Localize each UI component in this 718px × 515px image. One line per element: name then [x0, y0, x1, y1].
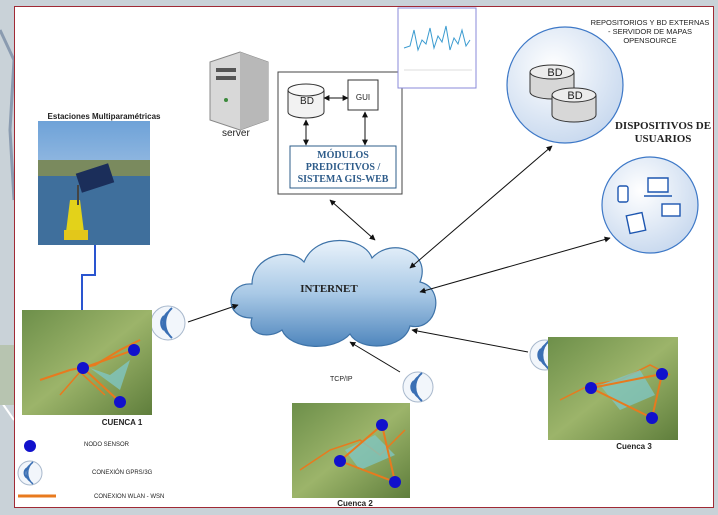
internet-label: INTERNET: [300, 283, 358, 295]
link-basin2-internet: [349, 341, 401, 373]
external-db-label: BD: [567, 90, 583, 102]
legend-wlan-label: CONEXION WLAN - WSN: [94, 494, 165, 500]
link-devices-internet: [419, 236, 611, 294]
sensor-node: [585, 382, 597, 394]
tcpip-label: TCP/IP: [330, 376, 353, 383]
sensor-node: [389, 476, 401, 488]
wireless-signal-icon: [17, 460, 43, 486]
external-db-label: BD: [547, 67, 563, 79]
modules-box: [289, 145, 397, 189]
user-devices-icon: [617, 177, 681, 235]
wireless-signal-icon: [150, 305, 186, 341]
basin-3-map: [548, 337, 678, 440]
sensor-node: [114, 396, 126, 408]
sensor-node: [334, 455, 346, 467]
legend-gprs-label: CONEXIÓN GPRS/3G: [92, 470, 153, 476]
legend: [17, 440, 56, 498]
basin-1-map: [22, 310, 152, 415]
legend-node-label: NODO SENSOR: [84, 442, 130, 448]
basin-3-label: Cuenca 3: [616, 442, 652, 451]
sensor-node: [646, 412, 658, 424]
link-repos-internet: [409, 145, 553, 269]
link-basin3-internet: [411, 328, 529, 353]
modules-label: MÓDULOS PREDICTIVOS / SISTEMA GIS-WEB: [297, 150, 389, 185]
sensor-node: [376, 419, 388, 431]
server-icon: [209, 51, 269, 131]
stations-title: Estaciones Multiparamétricas: [47, 112, 161, 121]
server-label: server: [222, 128, 250, 139]
legend-node-swatch: [24, 440, 36, 452]
basin-2-label: Cuenca 2: [337, 499, 373, 508]
buoy-station-photo: [38, 121, 150, 245]
time-series-thumbnail: [397, 7, 477, 89]
wireless-signal-icon: [402, 371, 434, 403]
link-server-internet: [329, 199, 376, 241]
sensor-node: [656, 368, 668, 380]
database-icon: [287, 83, 325, 119]
sensor-node: [77, 362, 89, 374]
sensor-node: [128, 344, 140, 356]
devices-label: DISPOSITIVOS DE USUARIOS: [614, 120, 712, 145]
basin-1-label: CUENCA 1: [101, 418, 143, 427]
database-icon: [529, 64, 597, 123]
link-basin1-internet: [187, 303, 239, 323]
devices-sphere: [601, 156, 699, 254]
db-label: BD: [300, 96, 314, 107]
gui-box: [347, 79, 379, 111]
gui-label: GUI: [355, 93, 371, 102]
repositories-label: REPOSITORIOS Y BD EXTERNAS - SERVIDOR DE…: [590, 18, 710, 45]
basin-2-map: [292, 403, 410, 498]
